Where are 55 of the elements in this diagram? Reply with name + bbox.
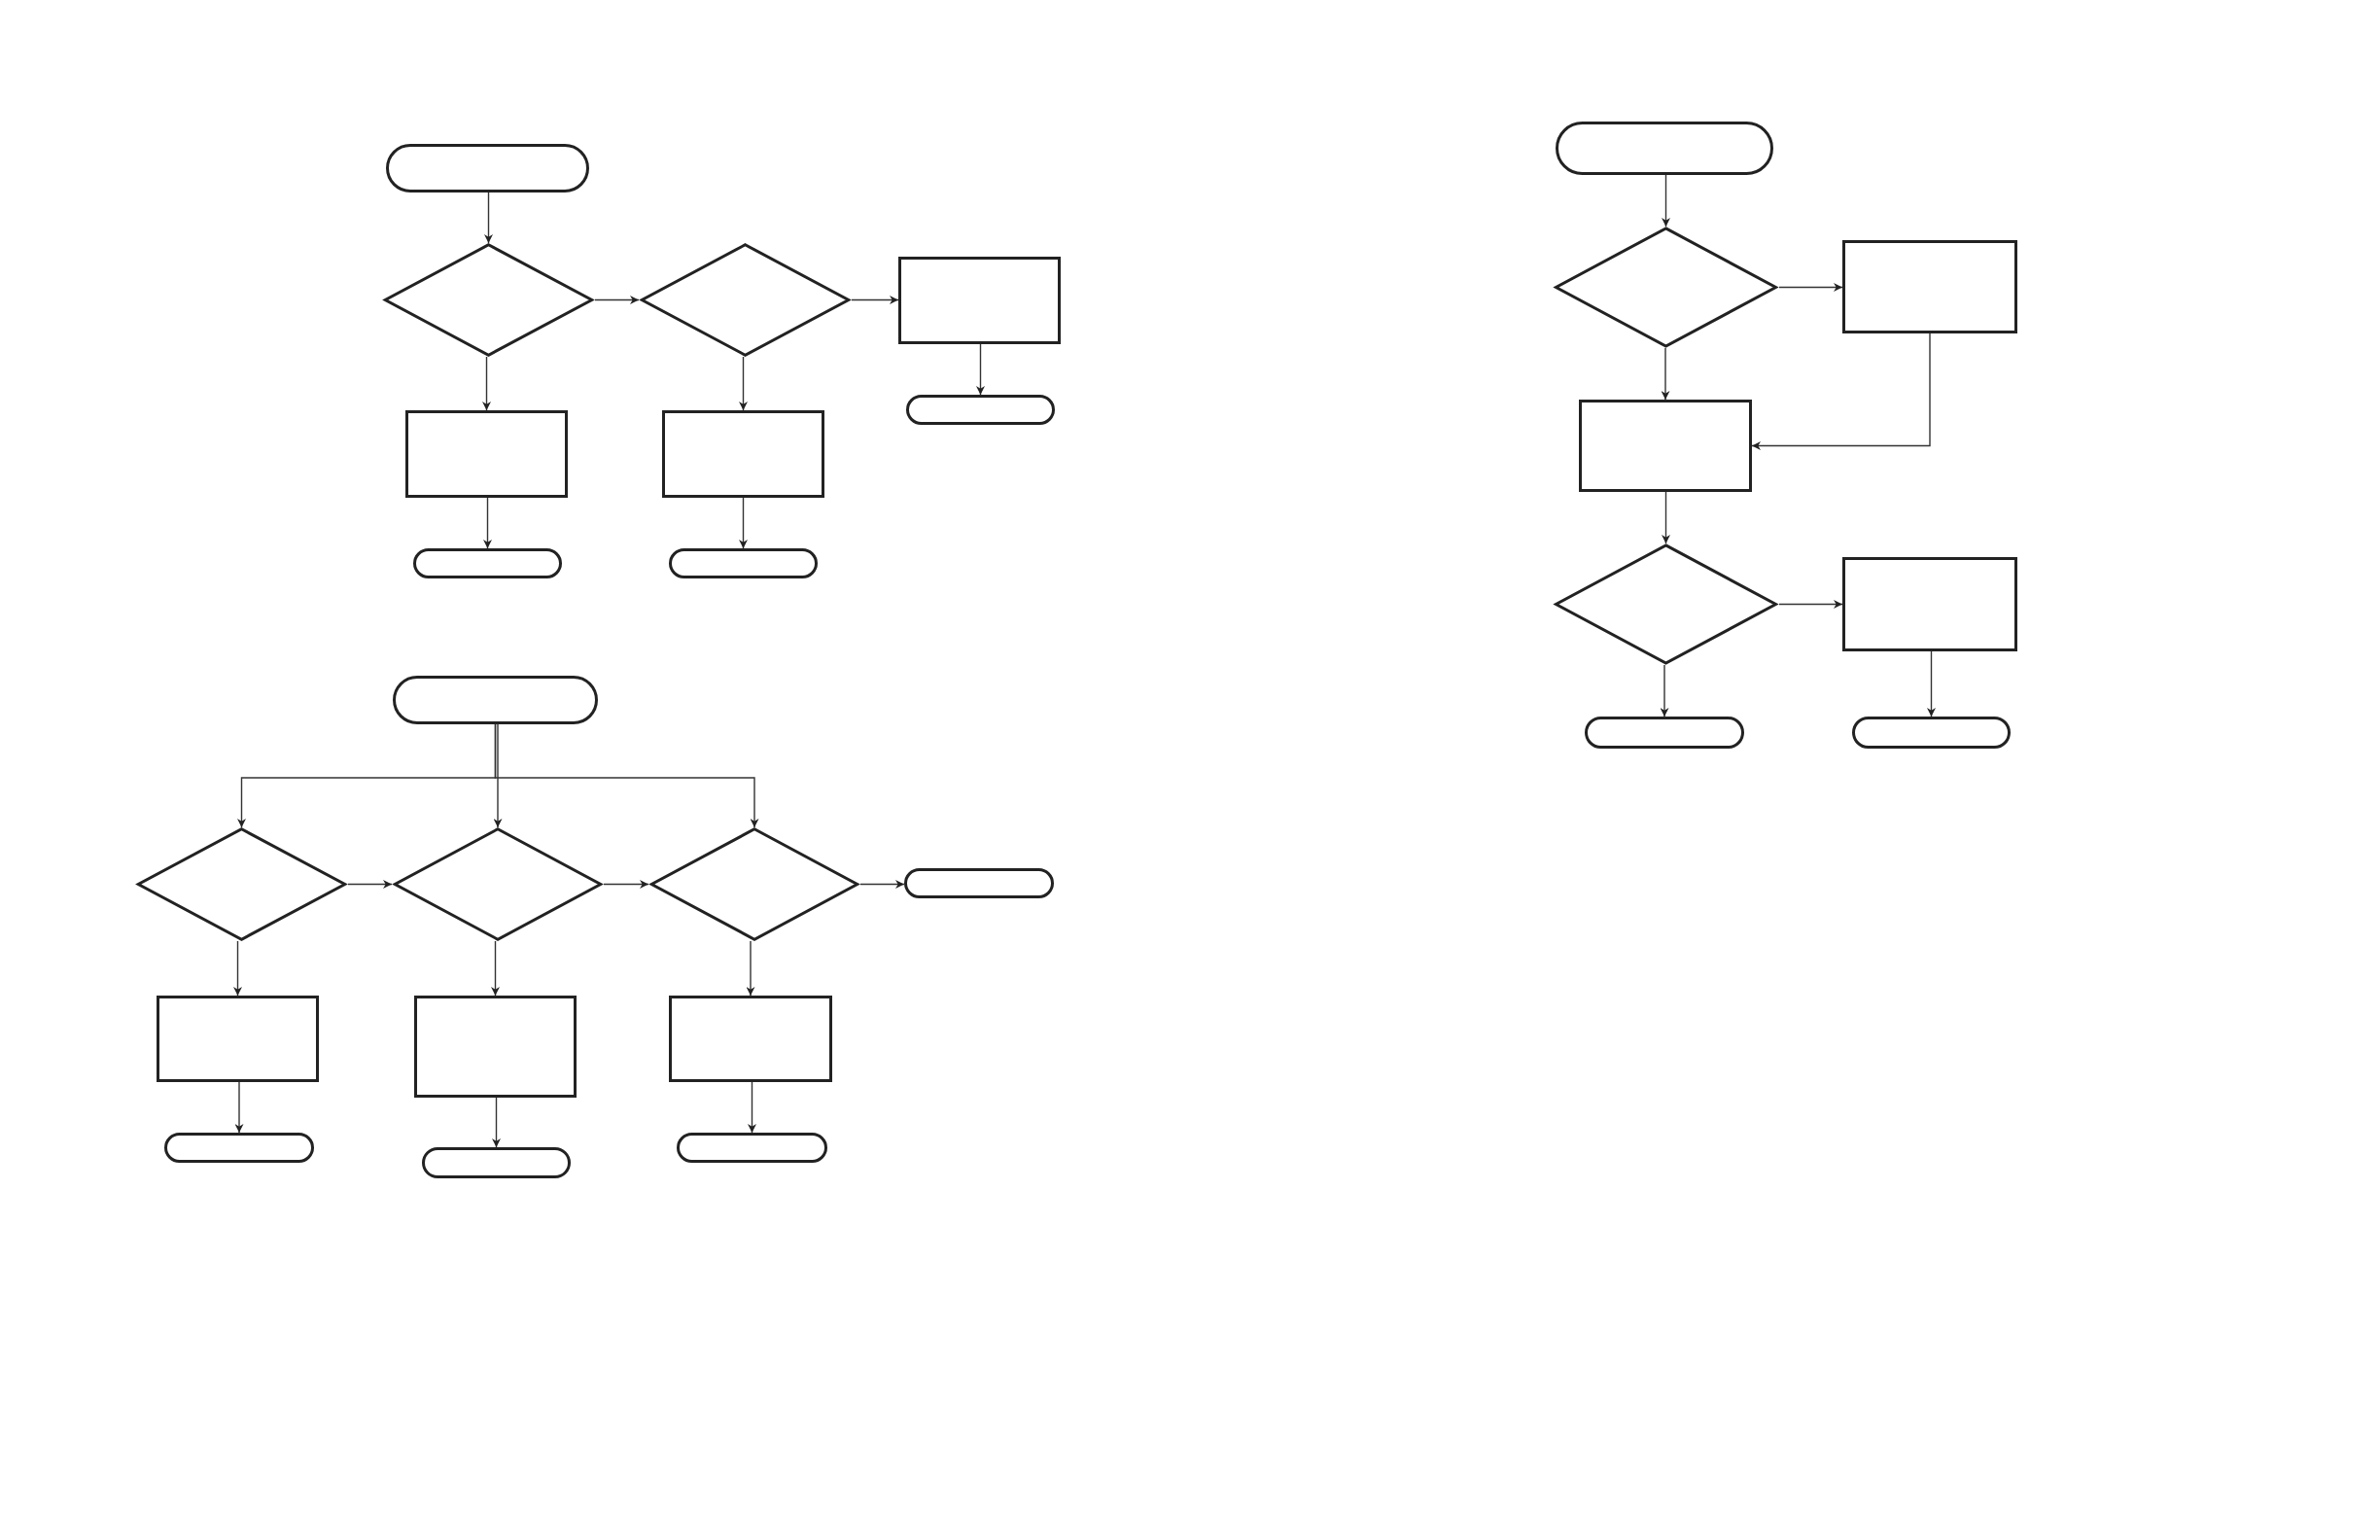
process-box	[669, 996, 832, 1082]
arrow	[233, 940, 242, 997]
arrow	[739, 356, 748, 411]
terminator-pill	[386, 144, 589, 192]
arrow	[1661, 347, 1670, 401]
terminator-pill	[1585, 717, 1744, 749]
process-box	[1842, 240, 2017, 333]
arrow	[347, 880, 393, 889]
arrow	[1778, 600, 1843, 609]
arrow	[851, 296, 899, 304]
decision-diamond	[1553, 227, 1779, 348]
arrow	[739, 497, 748, 549]
arrow	[483, 497, 492, 549]
arrow	[1778, 283, 1843, 292]
arrow	[493, 723, 503, 828]
arrow	[1660, 664, 1669, 718]
decision-diamond	[639, 243, 852, 357]
arrow	[494, 723, 759, 828]
decision-diamond	[1553, 543, 1779, 665]
decision-diamond	[648, 827, 860, 941]
arrow	[1927, 650, 1936, 718]
arrow	[748, 1081, 756, 1134]
arrow	[234, 1081, 244, 1134]
arrow	[1662, 174, 1670, 228]
terminator-pill	[677, 1133, 827, 1163]
arrow	[492, 1097, 501, 1148]
arrow	[1751, 332, 1931, 450]
arrow	[594, 296, 640, 304]
terminator-pill	[413, 548, 562, 578]
process-box	[898, 257, 1061, 344]
arrow	[491, 940, 500, 997]
process-box	[157, 996, 319, 1082]
arrow	[482, 356, 491, 411]
terminator-pill	[393, 676, 598, 724]
decision-diamond	[382, 243, 595, 357]
arrow	[484, 192, 493, 244]
process-box	[414, 996, 577, 1098]
process-box	[662, 410, 824, 498]
terminator-pill	[422, 1147, 571, 1178]
arrow	[1662, 491, 1670, 544]
decision-diamond	[392, 827, 604, 941]
terminator-pill	[164, 1133, 314, 1163]
process-box	[1579, 400, 1752, 492]
terminator-pill	[904, 868, 1054, 898]
terminator-pill	[669, 548, 818, 578]
terminator-pill	[1852, 717, 2011, 749]
process-box	[1842, 557, 2017, 651]
arrow	[859, 880, 905, 889]
arrow	[976, 343, 985, 396]
terminator-pill	[1556, 122, 1773, 175]
arrow	[603, 880, 649, 889]
decision-diamond	[135, 827, 348, 941]
process-box	[405, 410, 568, 498]
terminator-pill	[906, 395, 1055, 425]
arrow	[746, 940, 755, 997]
